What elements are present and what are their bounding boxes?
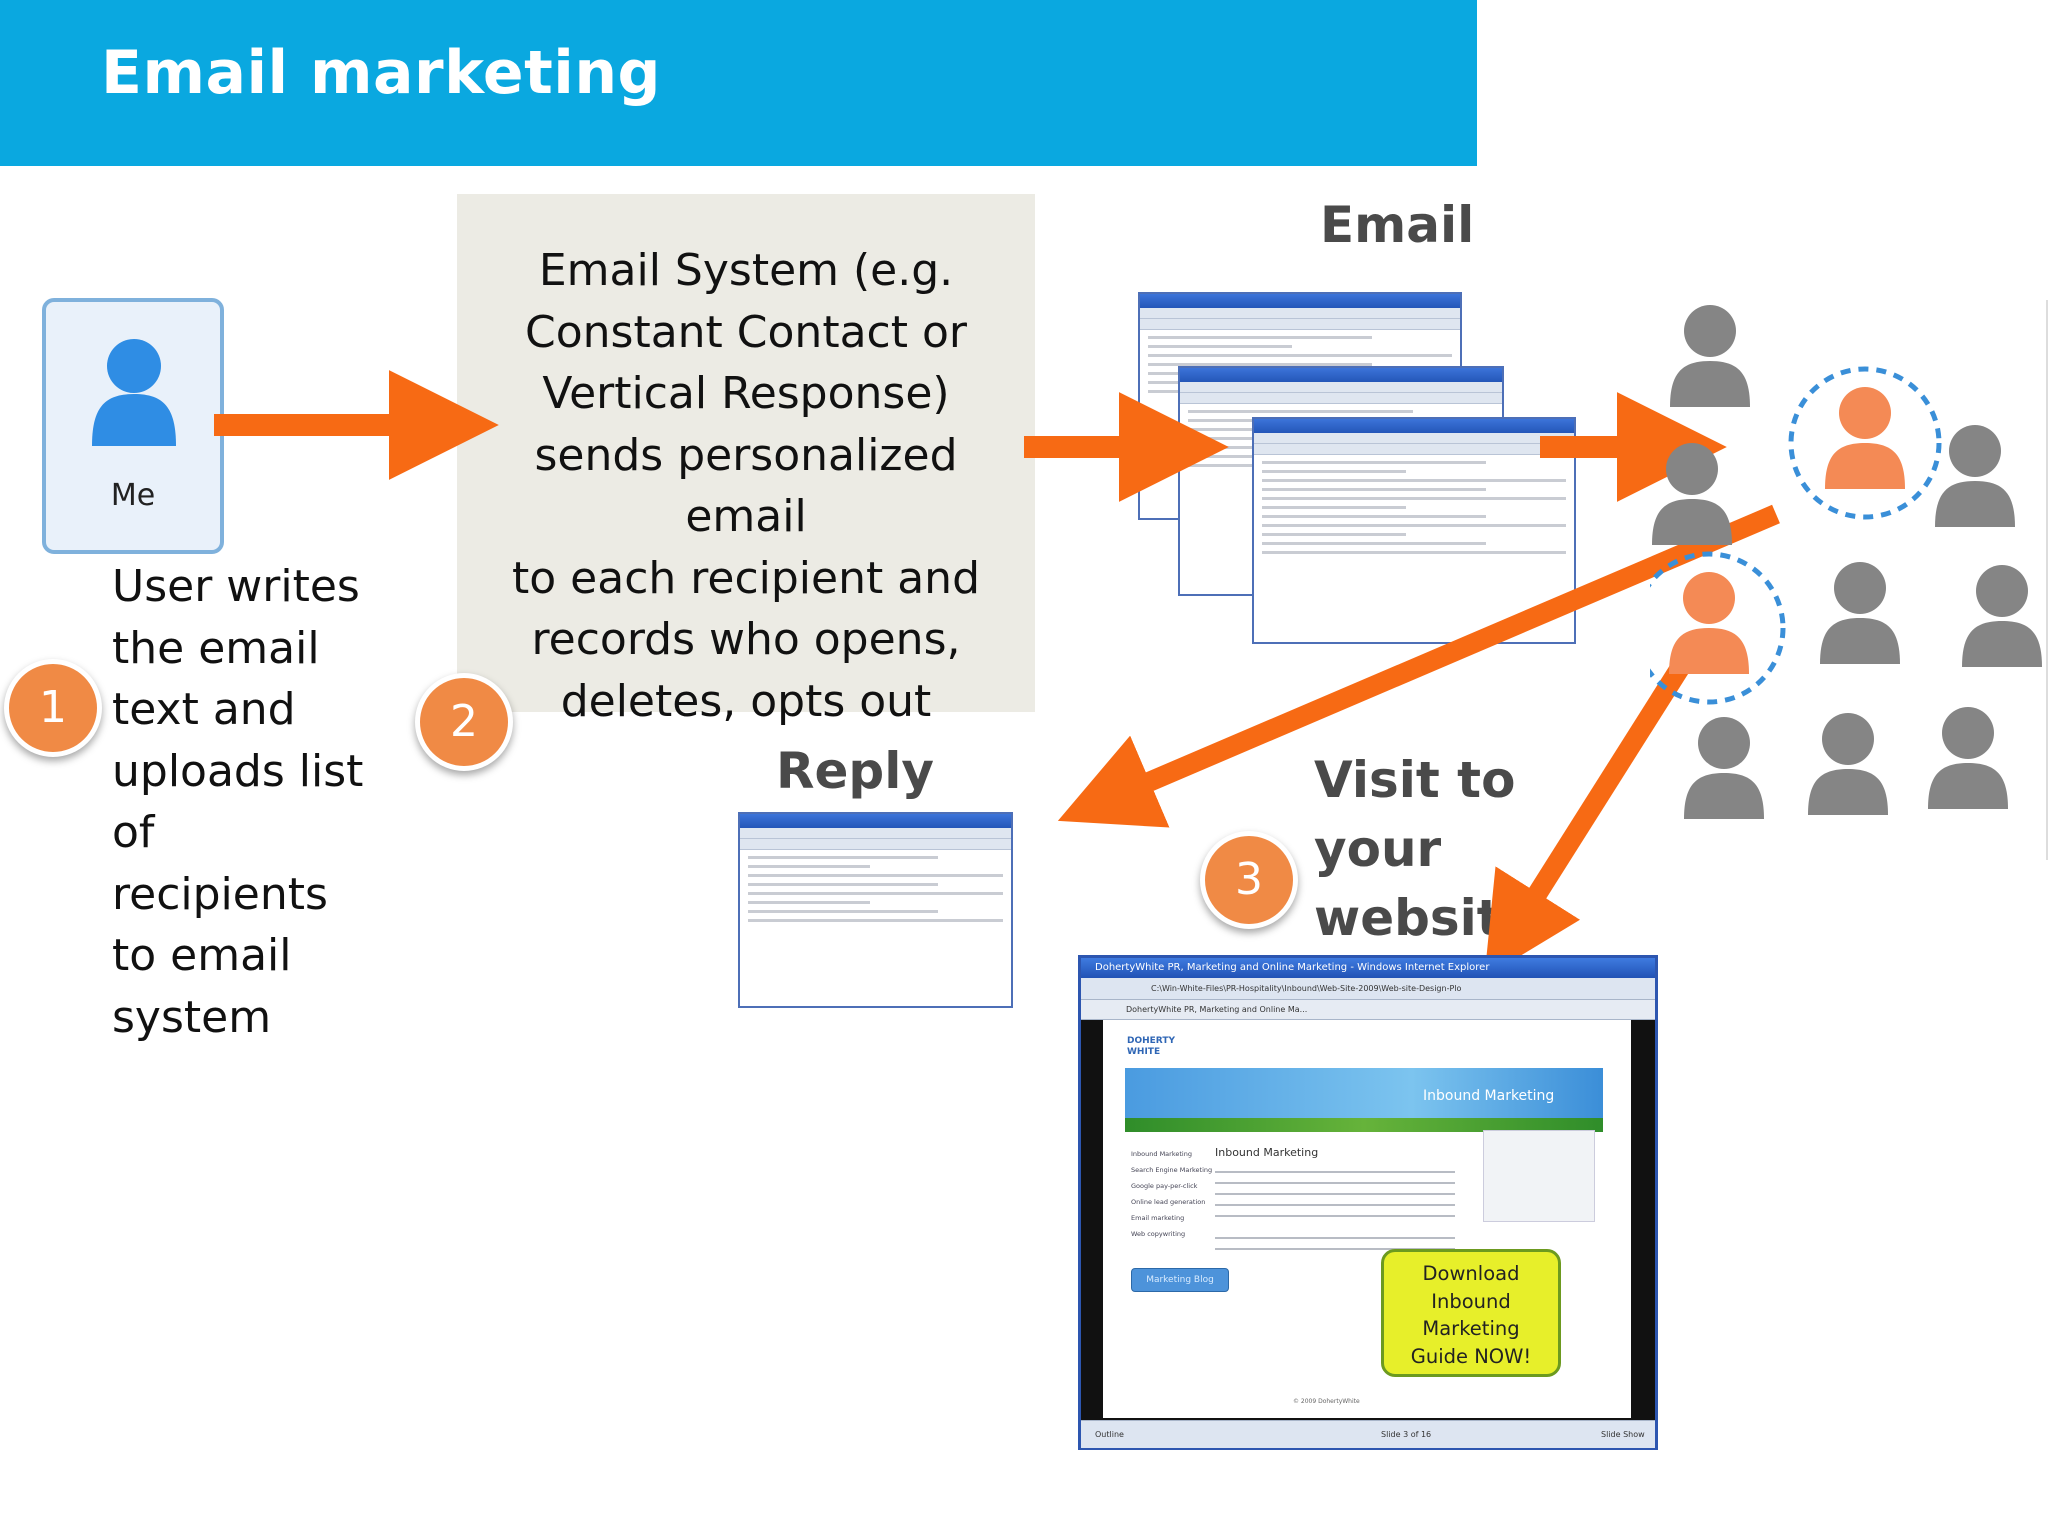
sidebar-item: Online lead generation [1131,1198,1206,1206]
sidebar-item: Inbound Marketing [1131,1150,1192,1158]
step-1-badge: 1 [4,659,102,757]
email-thumbnail [1252,417,1576,644]
sidebar-item: Email marketing [1131,1214,1185,1222]
me-card [42,298,224,554]
email-system-box [457,194,1035,712]
person-icon [1808,713,1888,815]
email-system-description: Email System (e.g. Constant Contact or V… [512,245,980,727]
person-icon [1928,707,2008,809]
browser-title-bar: DohertyWhite PR, Marketing and Online Ma… [1081,958,1655,978]
visit-website-heading: Visit to your website [1314,751,1535,947]
website-screenshot: DohertyWhite PR, Marketing and Online Ma… [1078,955,1658,1450]
step-2-badge: 2 [415,673,513,771]
status-slide-number: Slide 3 of 16 [1381,1430,1432,1439]
arrow-down-left-icon [1484,662,1689,978]
person-icon [1962,565,2042,667]
person-icon [92,339,176,446]
sidebar-item: Google pay-per-click [1131,1182,1198,1190]
person-icon [1820,562,1900,664]
download-guide-button: Download Inbound Marketing Guide NOW! [1381,1249,1561,1377]
highlighted-person-icon [1650,551,1786,705]
arrow-down-left-icon [1057,504,1780,828]
reply-thumbnail [738,812,1013,1008]
status-slide-show: Slide Show [1601,1430,1645,1439]
sidebar-item: Web copywriting [1131,1230,1186,1238]
person-icon [1684,717,1764,819]
browser-page: DOHERTY WHITE Inbound Marketing Inbound … [1081,1020,1655,1420]
banner-title: Inbound Marketing [1423,1088,1555,1104]
person-icon [1670,305,1750,407]
step-1-description: User writes the email text and uploads l… [112,561,364,1043]
copyright-text: © 2009 DohertyWhite [1293,1398,1360,1405]
site-logo: DOHERTY WHITE [1127,1036,1175,1057]
brochure-image [1483,1130,1595,1222]
status-bar: Outline Slide 3 of 16 Slide Show [1081,1420,1655,1448]
body-text-block [1215,1166,1455,1226]
reply-heading: Reply [776,742,934,800]
highlighted-person-icon [1788,366,1942,520]
banner-grass [1125,1118,1603,1132]
title-bar [0,0,1477,166]
web-page-heading: Inbound Marketing [1215,1146,1319,1159]
browser-tab: DohertyWhite PR, Marketing and Online Ma… [1081,1000,1655,1020]
me-label: Me [110,478,156,513]
status-outline: Outline [1095,1430,1124,1439]
recipients-group [1650,300,2048,860]
sidebar-item: Search Engine Marketing [1131,1166,1213,1174]
person-icon [1652,443,1732,545]
step-3-badge: 3 [1200,831,1298,929]
person-icon [1935,425,2015,527]
marketing-blog-button: Marketing Blog [1131,1268,1229,1292]
email-heading: Email [1320,196,1475,254]
page-title: Email marketing [101,38,662,108]
browser-address-bar: C:\Win-White-Files\PR-Hospitality\Inboun… [1081,978,1655,1000]
